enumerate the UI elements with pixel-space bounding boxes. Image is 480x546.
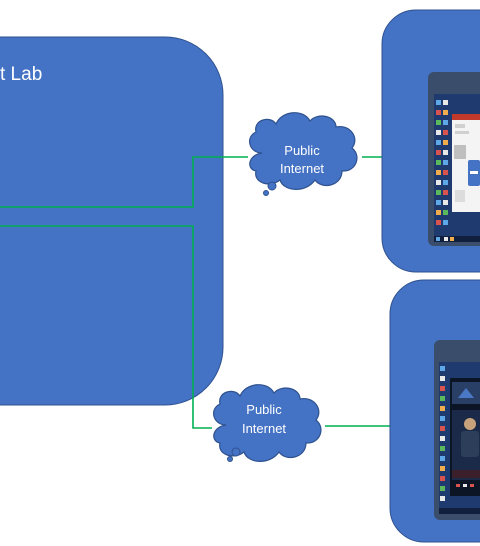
cloud-bottom-label-line2: Internet <box>242 421 286 436</box>
open-app-window <box>452 114 480 212</box>
lab-title: t Lab <box>0 64 42 85</box>
remote-screen-top <box>428 72 480 246</box>
remote-screen-bottom <box>434 340 480 520</box>
lab-link-lower <box>0 225 212 429</box>
taskbar-bottom <box>439 508 480 514</box>
internet-cloud-bottom: Public Internet <box>213 384 322 462</box>
desktop-icons-bottom <box>440 366 445 501</box>
cloud-top-label-line2: Internet <box>280 161 324 176</box>
person-head <box>464 418 476 430</box>
taskbar-top <box>434 236 480 242</box>
internet-cloud-top: Public Internet <box>249 112 358 196</box>
lab-link-upper <box>0 156 248 208</box>
person-body <box>461 431 479 457</box>
cloud-top-label-line1: Public <box>284 143 320 158</box>
lab-box <box>0 36 224 406</box>
desktop-icons-top <box>436 100 448 225</box>
cloud-bottom-label-line1: Public <box>246 402 282 417</box>
video-call-window <box>450 378 480 496</box>
